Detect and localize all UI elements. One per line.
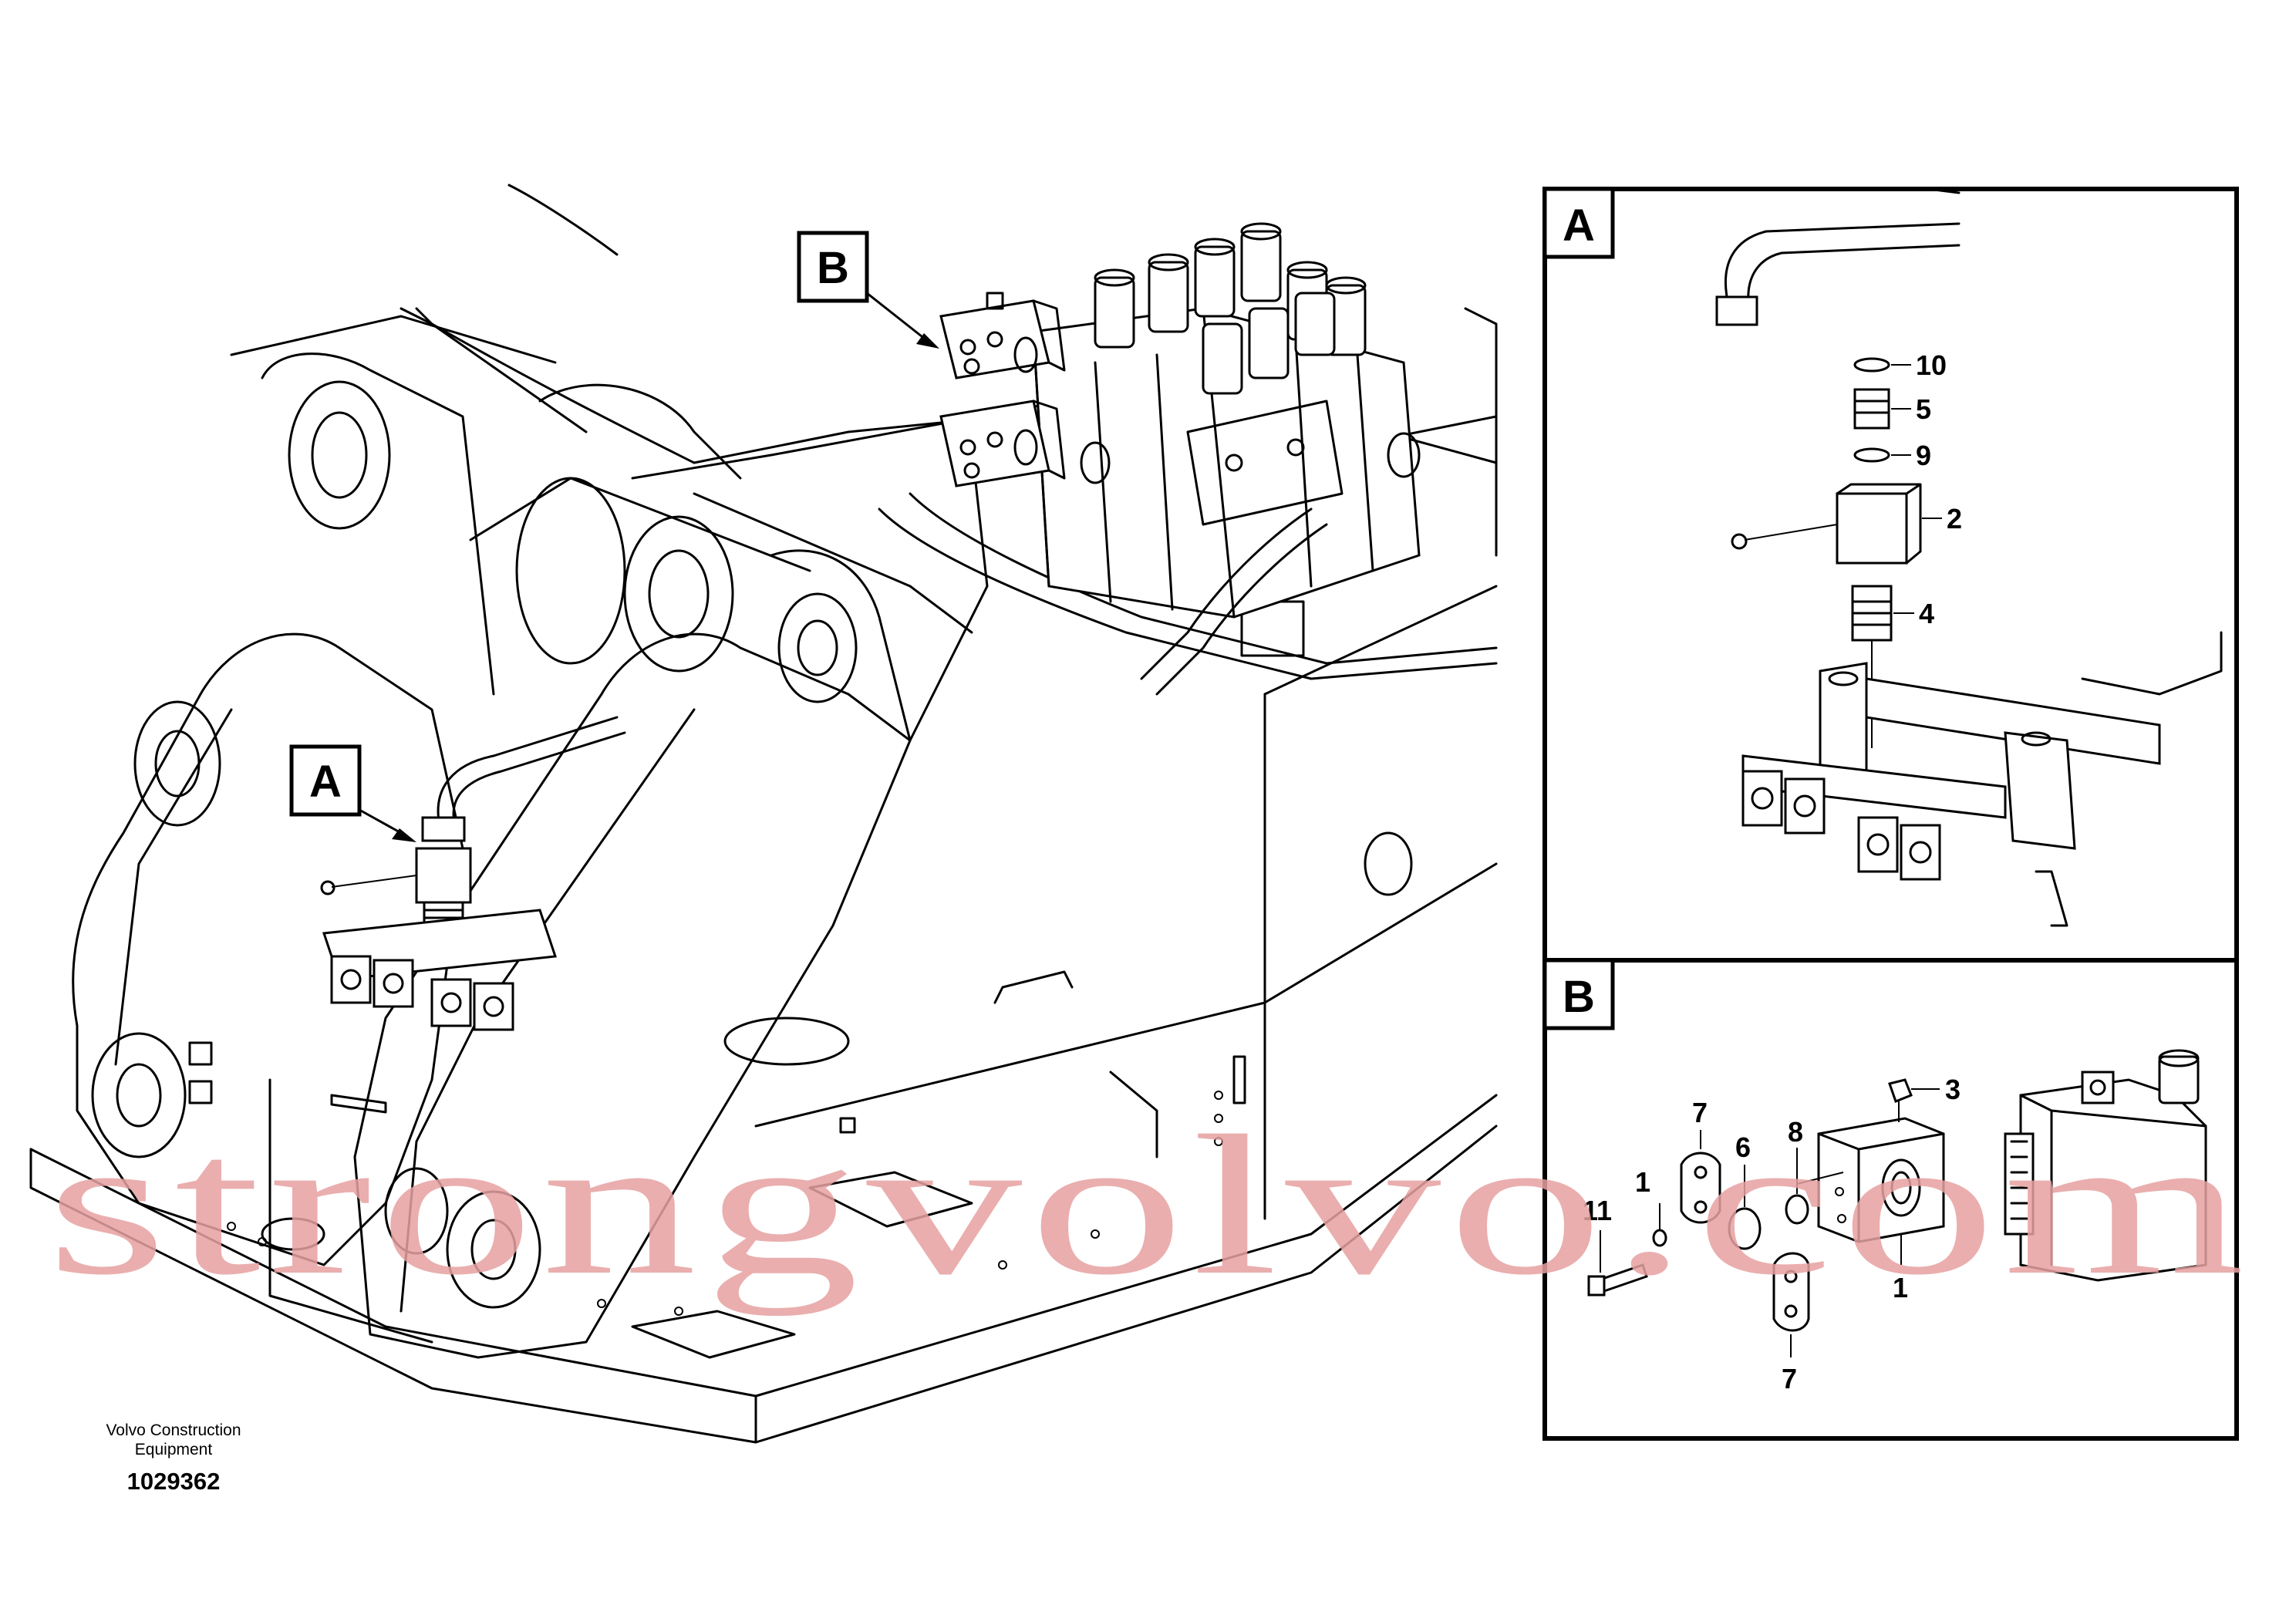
base-frame [29, 585, 1498, 1444]
valve-a-main-view [320, 716, 626, 1031]
boom-bracket-rear [72, 307, 588, 1266]
callout-a-label: A [309, 757, 342, 807]
detail-b-panel: B 3 [1542, 958, 2239, 1441]
callout-a[interactable]: A [289, 744, 416, 842]
boom-bracket-front [353, 383, 989, 1359]
part-label: 7 [1782, 1363, 1797, 1394]
callout-b-label: B [817, 243, 849, 293]
o-ring-10 [1853, 357, 1890, 373]
part-label: 9 [1916, 440, 1931, 471]
part-label: 4 [1919, 598, 1934, 629]
part-label: 5 [1916, 393, 1931, 425]
part-label: 6 [1735, 1131, 1751, 1163]
detail-a-panel: A 10 [1542, 187, 2239, 963]
o-ring-9 [1853, 447, 1890, 463]
part-label: 7 [1692, 1097, 1708, 1128]
part-label: 8 [1788, 1116, 1803, 1148]
part-label: 2 [1947, 503, 1962, 534]
hardware-details [188, 1041, 1223, 1316]
callout-b[interactable]: B [797, 231, 939, 349]
control-valve [1032, 222, 1421, 696]
flange-clamp-7-lower [1772, 1252, 1810, 1332]
part-label: 1 [1635, 1166, 1650, 1198]
part-label: 10 [1916, 349, 1947, 381]
adapter-5 [1853, 388, 1890, 430]
watermark: strongvolvo.com [46, 1094, 2252, 1317]
valve-2 [1836, 492, 1908, 565]
main-assembly-view [29, 184, 1498, 1444]
grease-fitting-3 [1888, 1078, 1913, 1103]
valve-b-main-view [939, 292, 1066, 487]
flange-clamp-7-upper [1680, 1152, 1721, 1224]
detail-a-title: A [1563, 201, 1595, 251]
o-ring-8 [1785, 1194, 1809, 1225]
detail-b-title: B [1563, 972, 1595, 1022]
part-label: 11 [1583, 1195, 1612, 1226]
diagram-id: 1029362 [126, 1468, 221, 1495]
part-label: 3 [1945, 1074, 1961, 1105]
spool-caps [1094, 222, 1367, 395]
manufacturer-label: Volvo Construction Equipment [106, 1421, 241, 1458]
blank-plate-6 [1728, 1207, 1762, 1250]
part-label: 1 [1893, 1272, 1908, 1303]
